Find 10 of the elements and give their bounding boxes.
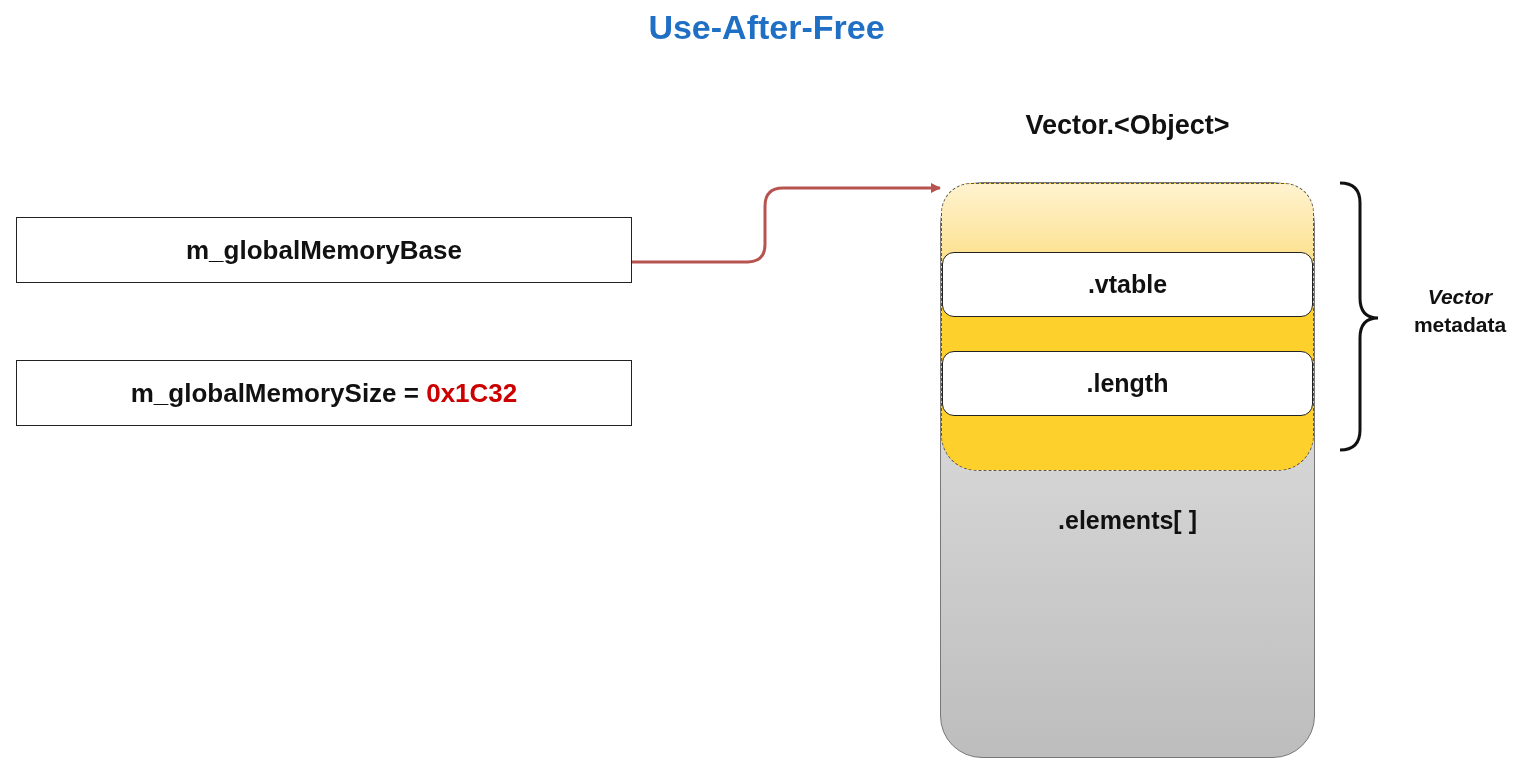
field-label: .elements[ ] (1057, 506, 1198, 535)
title: Use-After-Free (647, 8, 886, 47)
side-note: Vector metadata (1412, 284, 1508, 338)
heading: Vector.<Object> (1024, 110, 1231, 141)
field-box: .vtable (942, 252, 1313, 317)
metadata-region (941, 183, 1314, 471)
field-box: .length (942, 351, 1313, 416)
variable-box: m_globalMemorySize = 0x1C32 (16, 360, 632, 426)
variable-box: m_globalMemoryBase (16, 217, 632, 283)
arrow (632, 183, 941, 264)
